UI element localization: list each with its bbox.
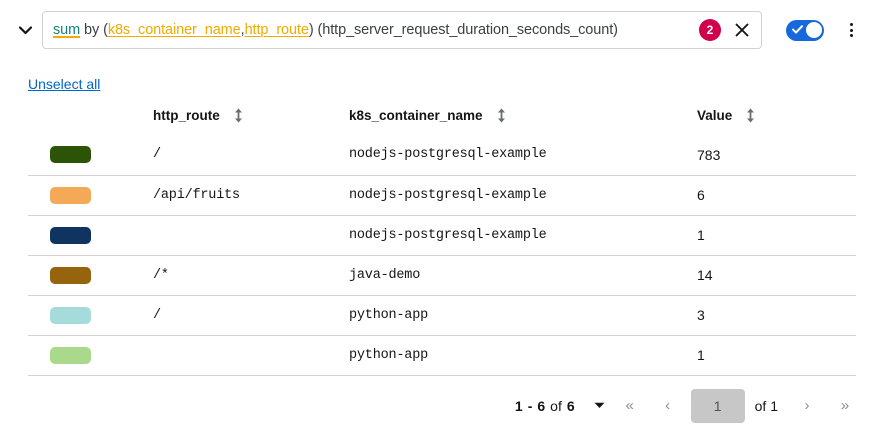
- column-header-http-route[interactable]: http_route: [153, 100, 349, 135]
- actions-row: Unselect all: [0, 60, 878, 100]
- series-color-cell: [28, 214, 153, 255]
- query-token-metric: (http_server_request_duration_seconds_co…: [313, 22, 618, 38]
- series-color-swatch[interactable]: [50, 146, 91, 164]
- cell-k8s-container-name: nodejs-postgresql-example: [349, 147, 547, 163]
- cell-k8s-container-name: java-demo: [349, 254, 697, 295]
- cell-value: 1: [697, 334, 856, 376]
- query-toolbar: sum by (k8s_container_name,http_route) (…: [0, 0, 878, 60]
- cell-http-route: /api/fruits: [153, 174, 349, 215]
- expand-chevron-down-icon[interactable]: [8, 13, 42, 47]
- total-pages-label: of 1: [754, 397, 778, 414]
- table-row[interactable]: / nodejs-postgresql-example 783: [28, 135, 856, 175]
- query-token-label-http-route: http_route: [244, 22, 309, 38]
- cell-k8s-container-name: python-app: [349, 294, 697, 335]
- cell-http-route: /: [153, 294, 349, 335]
- series-color-swatch[interactable]: [50, 186, 91, 204]
- pagination-of-word: of: [550, 397, 562, 414]
- cell-http-route: /*: [153, 254, 349, 295]
- cell-value: 6: [697, 174, 856, 215]
- table-header-row: http_route k8s_container_name: [28, 100, 856, 135]
- table-body: / nodejs-postgresql-example 783 /api/fru…: [28, 135, 856, 376]
- pagination-range-end: 6: [537, 397, 546, 414]
- series-color-swatch[interactable]: [50, 306, 91, 324]
- cell-k8s-container-name: nodejs-postgresql-example: [349, 214, 697, 255]
- series-color-swatch[interactable]: [50, 266, 91, 284]
- next-page-button[interactable]: ›: [788, 389, 826, 423]
- series-color-cell: [28, 334, 153, 376]
- cell-k8s-container-name: nodejs-postgresql-example: [349, 174, 697, 215]
- column-header-swatch: [28, 100, 153, 135]
- sort-icon[interactable]: [746, 108, 755, 123]
- table-row[interactable]: nodejs-postgresql-example 1: [28, 214, 856, 255]
- pagination: 1-6 of 6 « ‹ 1 of 1 › »: [0, 376, 878, 424]
- query-expression: sum by (k8s_container_name,http_route) (…: [53, 22, 699, 38]
- unselect-all-link[interactable]: Unselect all: [28, 76, 101, 92]
- cell-value: 1: [697, 214, 856, 255]
- result-count-badge[interactable]: 2: [699, 19, 721, 41]
- column-header-http-route-label: http_route: [153, 108, 220, 123]
- series-table-container: http_route k8s_container_name: [0, 100, 878, 376]
- series-color-swatch[interactable]: [50, 346, 91, 364]
- table-row[interactable]: / python-app 3: [28, 294, 856, 335]
- table-row[interactable]: /* java-demo 14: [28, 254, 856, 295]
- first-page-button[interactable]: «: [611, 389, 649, 423]
- series-color-cell: [28, 135, 153, 175]
- query-token-label-k8s-container-name: k8s_container_name: [107, 22, 241, 38]
- per-page-caret-down-icon[interactable]: [589, 395, 611, 417]
- last-page-button[interactable]: »: [826, 389, 864, 423]
- table-row[interactable]: python-app 1: [28, 334, 856, 376]
- series-color-swatch[interactable]: [50, 226, 91, 244]
- series-color-cell: [28, 174, 153, 215]
- pagination-range-dash: -: [527, 397, 533, 414]
- series-color-cell: [28, 254, 153, 295]
- sort-icon[interactable]: [234, 108, 243, 123]
- toggle-switch[interactable]: [786, 19, 824, 41]
- table-row[interactable]: /api/fruits nodejs-postgresql-example 6: [28, 174, 856, 215]
- close-icon[interactable]: [729, 17, 755, 43]
- cell-http-route: [153, 214, 349, 255]
- cell-http-route: /: [153, 147, 161, 163]
- column-header-value[interactable]: Value: [697, 100, 856, 135]
- pagination-total: 6: [566, 397, 575, 414]
- column-header-value-label: Value: [697, 108, 733, 123]
- check-icon: [792, 25, 803, 34]
- cell-http-route: [153, 334, 349, 376]
- column-header-k8s-container-name-label: k8s_container_name: [349, 108, 483, 123]
- query-token-function: sum: [53, 22, 81, 38]
- cell-value: 14: [697, 254, 856, 295]
- series-color-cell: [28, 294, 153, 335]
- toggle-knob: [805, 22, 822, 38]
- page-number-input[interactable]: 1: [690, 388, 745, 423]
- column-header-k8s-container-name[interactable]: k8s_container_name: [349, 100, 697, 135]
- kebab-menu-icon[interactable]: [836, 15, 866, 45]
- cell-k8s-container-name: python-app: [349, 334, 697, 376]
- cell-value: 783: [697, 146, 721, 163]
- cell-value: 3: [697, 294, 856, 335]
- sort-icon[interactable]: [497, 108, 506, 123]
- table-header: http_route k8s_container_name: [28, 100, 856, 135]
- pagination-range-start: 1: [514, 397, 523, 414]
- pagination-summary: 1-6 of 6: [515, 398, 575, 414]
- query-input[interactable]: sum by (k8s_container_name,http_route) (…: [42, 11, 762, 49]
- series-table: http_route k8s_container_name: [28, 100, 856, 376]
- previous-page-button[interactable]: ‹: [649, 389, 687, 423]
- query-token-keyword: by: [80, 22, 104, 38]
